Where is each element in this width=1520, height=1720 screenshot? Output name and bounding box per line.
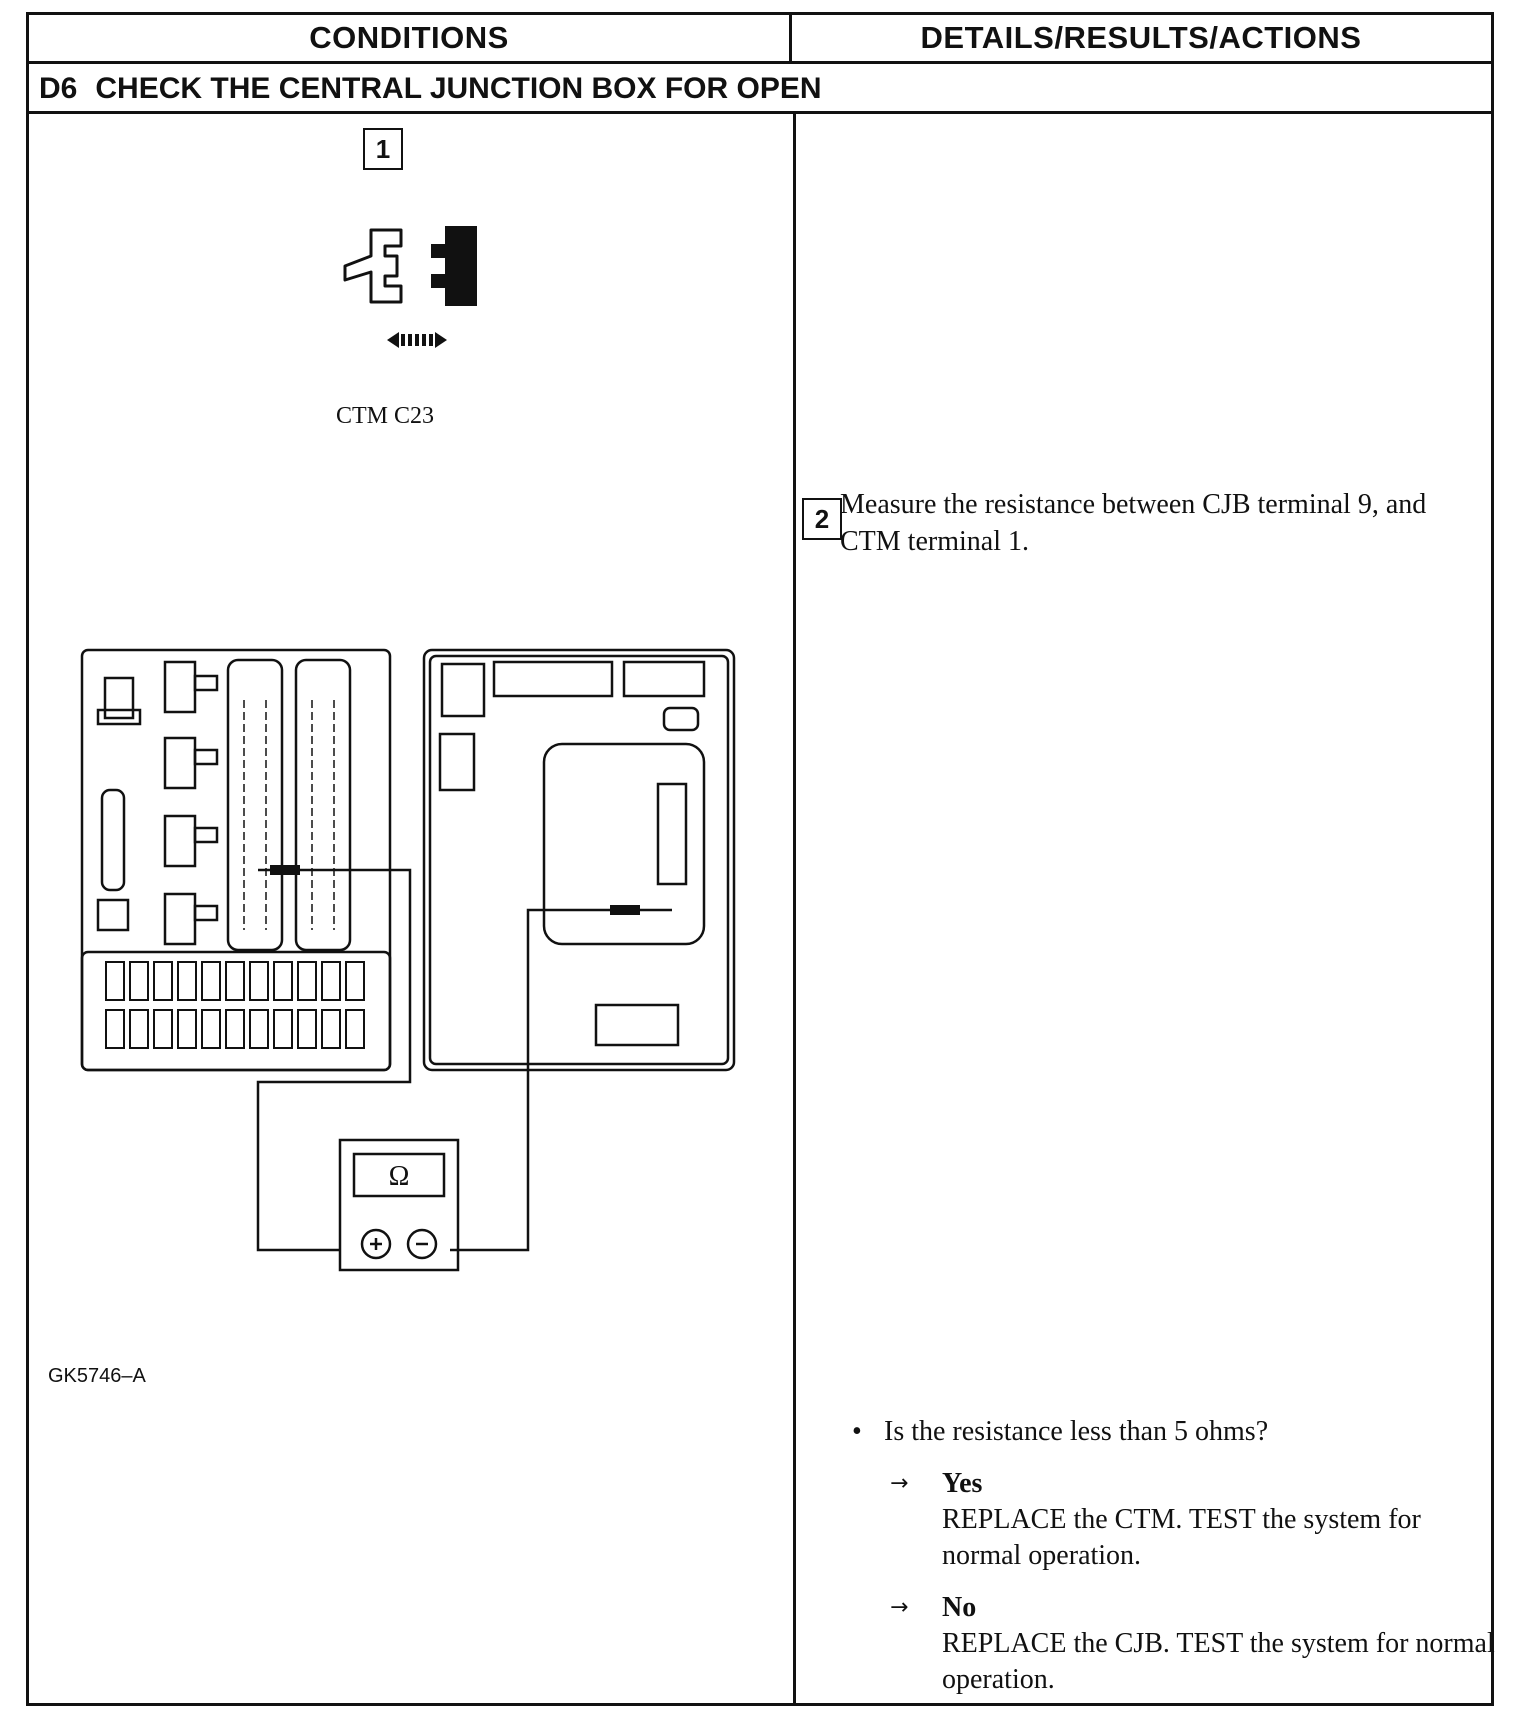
arrow-right-icon: → bbox=[890, 1471, 909, 1496]
connector-label: CTM C23 bbox=[336, 403, 435, 429]
step1-box: 1 bbox=[363, 128, 403, 170]
meter-symbol: Ω bbox=[389, 1161, 410, 1192]
step2-instruction: Measure the resistance between CJB termi… bbox=[840, 489, 1427, 557]
question-text: Is the resistance less than 5 ohms? bbox=[884, 1416, 1269, 1447]
title-rule bbox=[29, 111, 1491, 114]
answer-label: No bbox=[942, 1592, 977, 1623]
details-header: DETAILS/RESULTS/ACTIONS bbox=[920, 20, 1362, 55]
procedure-sheet: CONDITIONS DETAILS/RESULTS/ACTIONS D6 CH… bbox=[26, 12, 1494, 1706]
header-rule bbox=[29, 61, 1491, 64]
ctm-body bbox=[422, 648, 736, 1072]
step-title: D6 CHECK THE CENTRAL JUNCTION BOX FOR OP… bbox=[39, 67, 822, 111]
step2-box: 2 bbox=[802, 498, 842, 540]
figure-code: GK5746–A bbox=[48, 1365, 146, 1387]
cjb-body bbox=[80, 648, 392, 1072]
ohmmeter bbox=[338, 1138, 460, 1272]
connector-disconnect-icon bbox=[343, 226, 477, 348]
answer-action: REPLACE the CJB. TEST the system for nor… bbox=[942, 1628, 1495, 1695]
column-divider bbox=[793, 114, 796, 1703]
header-divider bbox=[789, 15, 792, 61]
cjb-ctm-diagram: Ω bbox=[80, 648, 736, 1272]
test-question: • Is the resistance less than 5 ohms? bbox=[852, 1414, 1269, 1450]
arrow-right-icon: → bbox=[890, 1595, 909, 1620]
bullet-icon: • bbox=[852, 1416, 862, 1447]
step-number: D6 bbox=[39, 72, 78, 105]
answer-label: Yes bbox=[942, 1468, 983, 1499]
step-heading: CHECK THE CENTRAL JUNCTION BOX FOR OPEN bbox=[95, 72, 822, 105]
answer-action: REPLACE the CTM. TEST the system for nor… bbox=[942, 1504, 1421, 1571]
conditions-header: CONDITIONS bbox=[309, 20, 509, 55]
